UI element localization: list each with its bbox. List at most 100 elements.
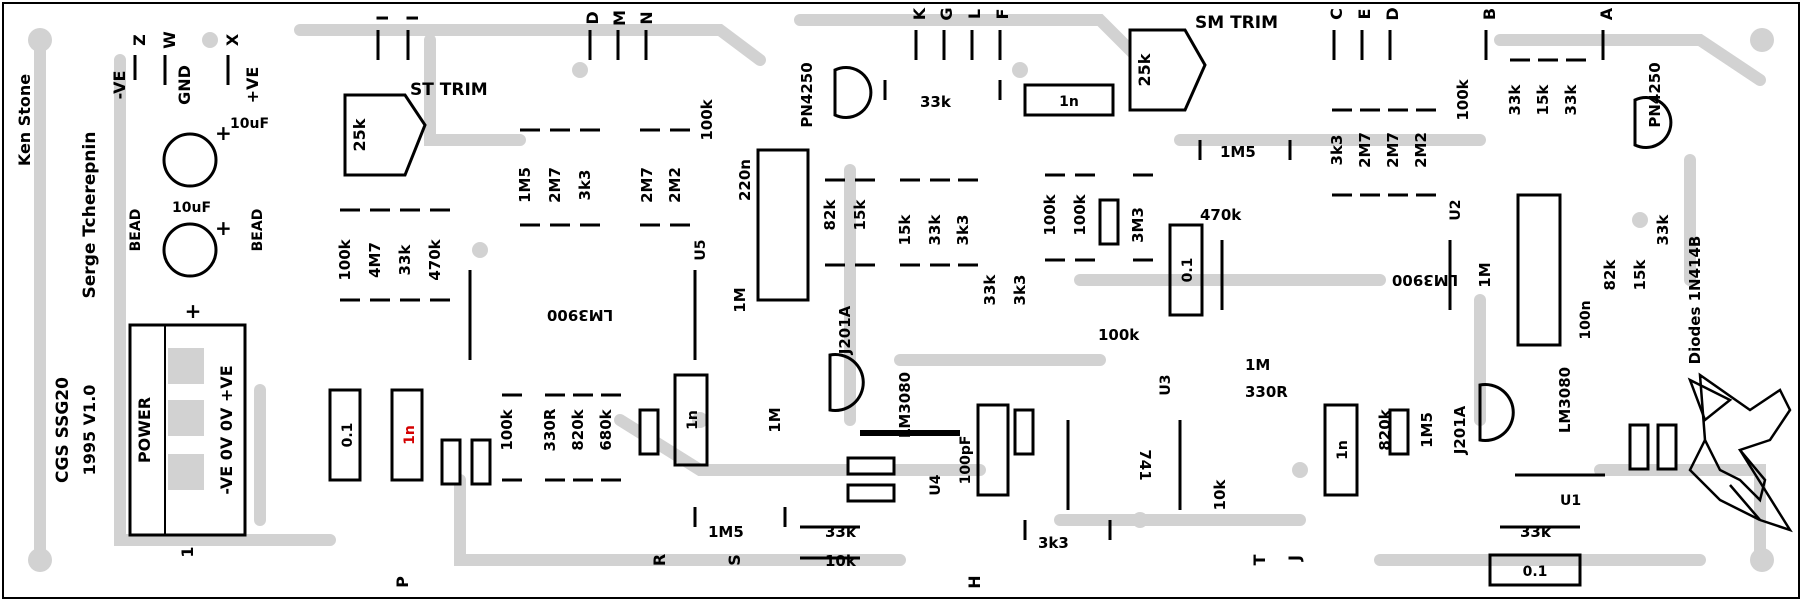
svg-text:1M5: 1M5 — [708, 523, 744, 541]
rail-w-label: W — [160, 31, 179, 49]
svg-text:10k: 10k — [825, 552, 857, 570]
conn-i2: I — [403, 15, 422, 21]
svg-text:3M3: 3M3 — [1129, 207, 1147, 243]
svg-text:100k: 100k — [1454, 78, 1472, 120]
u1-type-label: LM3080 — [1556, 367, 1574, 433]
rail-x-label: X — [223, 33, 242, 46]
svg-text:100k: 100k — [336, 238, 354, 280]
svg-text:100k: 100k — [498, 408, 516, 450]
svg-text:820k: 820k — [569, 408, 587, 450]
rail-neg-label: -VE — [110, 71, 129, 100]
u2-label: U2 — [1448, 199, 1464, 220]
top-connectors: I I D M N K G L F C E D B A — [373, 7, 1616, 26]
conn-b: B — [1480, 8, 1499, 20]
svg-text:0.1: 0.1 — [1180, 258, 1196, 283]
version-label: 1995 V1.0 — [80, 385, 99, 476]
pin1-label: 1 — [178, 546, 197, 557]
cap-10uf-a-label: 10uF — [230, 116, 269, 132]
st-trim-pot — [343, 93, 427, 177]
conn-a: A — [1597, 7, 1616, 20]
q-pn4250-a-label: PN4250 — [798, 62, 816, 127]
svg-text:2M7: 2M7 — [1384, 132, 1402, 168]
svg-text:1M5: 1M5 — [1220, 143, 1256, 161]
power-connector — [128, 323, 247, 537]
cap-1n-a — [390, 388, 424, 482]
svg-text:33k: 33k — [981, 274, 999, 306]
svg-text:100pF: 100pF — [958, 436, 974, 485]
svg-text:4M7: 4M7 — [366, 242, 384, 278]
svg-text:0.1: 0.1 — [340, 423, 356, 448]
conn-m: M — [610, 10, 629, 26]
cap-1n-b — [673, 373, 709, 467]
conn-t: T — [1250, 554, 1269, 565]
cap-100pf — [976, 403, 1010, 497]
svg-text:33k: 33k — [926, 214, 944, 246]
u5-label: U5 — [693, 239, 709, 260]
conn-n: N — [637, 11, 656, 24]
svg-text:100k: 100k — [1071, 193, 1089, 235]
svg-text:330R: 330R — [1245, 383, 1288, 401]
svg-text:100n: 100n — [1578, 300, 1594, 339]
svg-text:25k: 25k — [350, 118, 369, 151]
conn-g: G — [937, 7, 956, 20]
svg-text:25k: 25k — [1135, 53, 1154, 86]
conn-k: K — [910, 7, 929, 20]
svg-text:2M2: 2M2 — [1412, 132, 1430, 168]
q-pn4250-b-label: PN4250 — [1646, 62, 1664, 127]
svg-text:1M: 1M — [1245, 356, 1270, 374]
bead-left-label: BEAD — [128, 209, 144, 252]
conn-e: E — [1355, 9, 1374, 20]
u1-label: U1 — [1560, 493, 1581, 509]
svg-text:15k: 15k — [851, 199, 869, 231]
svg-text:1n: 1n — [685, 410, 701, 430]
svg-text:33k: 33k — [920, 93, 952, 111]
svg-text:2M7: 2M7 — [1356, 132, 1374, 168]
conn-c: C — [1327, 8, 1346, 20]
unicorn-logo — [1687, 372, 1793, 533]
svg-text:680k: 680k — [597, 408, 615, 450]
svg-text:1M: 1M — [731, 287, 749, 312]
component-leads — [340, 58, 1586, 560]
svg-text:33k: 33k — [1506, 84, 1524, 116]
svg-text:33k: 33k — [396, 244, 414, 276]
conn-d2: D — [1383, 7, 1402, 20]
svg-text:33k: 33k — [1654, 214, 1672, 246]
q-j201a-b-label: J201A — [1451, 405, 1469, 455]
u2-type-label: LM3900 — [1392, 271, 1458, 289]
power-label: POWER — [135, 397, 154, 463]
cap-10uf-b-label: 10uF — [172, 200, 211, 216]
svg-text:100k: 100k — [1098, 326, 1140, 344]
conn-f: F — [993, 9, 1012, 20]
svg-text:3k3: 3k3 — [1011, 275, 1029, 306]
svg-text:15k: 15k — [1631, 259, 1649, 291]
svg-text:2M2: 2M2 — [666, 167, 684, 203]
svg-text:0.1: 0.1 — [1523, 564, 1548, 580]
copper-traces — [34, 14, 1766, 566]
diodes-note: Diodes 1N414B — [1686, 236, 1704, 365]
cap-0-1-a — [328, 388, 362, 482]
svg-text:3k3: 3k3 — [1038, 534, 1069, 552]
svg-text:2M7: 2M7 — [638, 167, 656, 203]
designer-label: Serge Tcherepnin — [80, 132, 100, 299]
cap-1n-d — [1323, 403, 1359, 497]
svg-text:470k: 470k — [426, 238, 444, 280]
sm-trim-label: SM TRIM — [1195, 13, 1278, 33]
u5-type-label: LM3900 — [547, 306, 613, 324]
svg-text:1M: 1M — [766, 407, 784, 432]
conn-i1: I — [373, 15, 392, 21]
cap-10uf-a — [162, 132, 218, 188]
svg-text:1n: 1n — [1059, 94, 1079, 110]
rail-z-label: Z — [130, 34, 149, 46]
chip-220n-block — [756, 148, 810, 302]
svg-text:2M7: 2M7 — [546, 167, 564, 203]
svg-text:3k3: 3k3 — [954, 215, 972, 246]
u3-label: U3 — [1158, 374, 1174, 395]
q-j201a-a-label: J201A — [836, 305, 854, 355]
svg-text:+: + — [215, 216, 232, 240]
plus-mark: + — [185, 299, 202, 323]
svg-text:330R: 330R — [541, 408, 559, 451]
u3-type-label: 741 — [1136, 449, 1154, 480]
svg-text:10k: 10k — [1211, 479, 1229, 511]
q-j201a-b — [1478, 383, 1515, 442]
